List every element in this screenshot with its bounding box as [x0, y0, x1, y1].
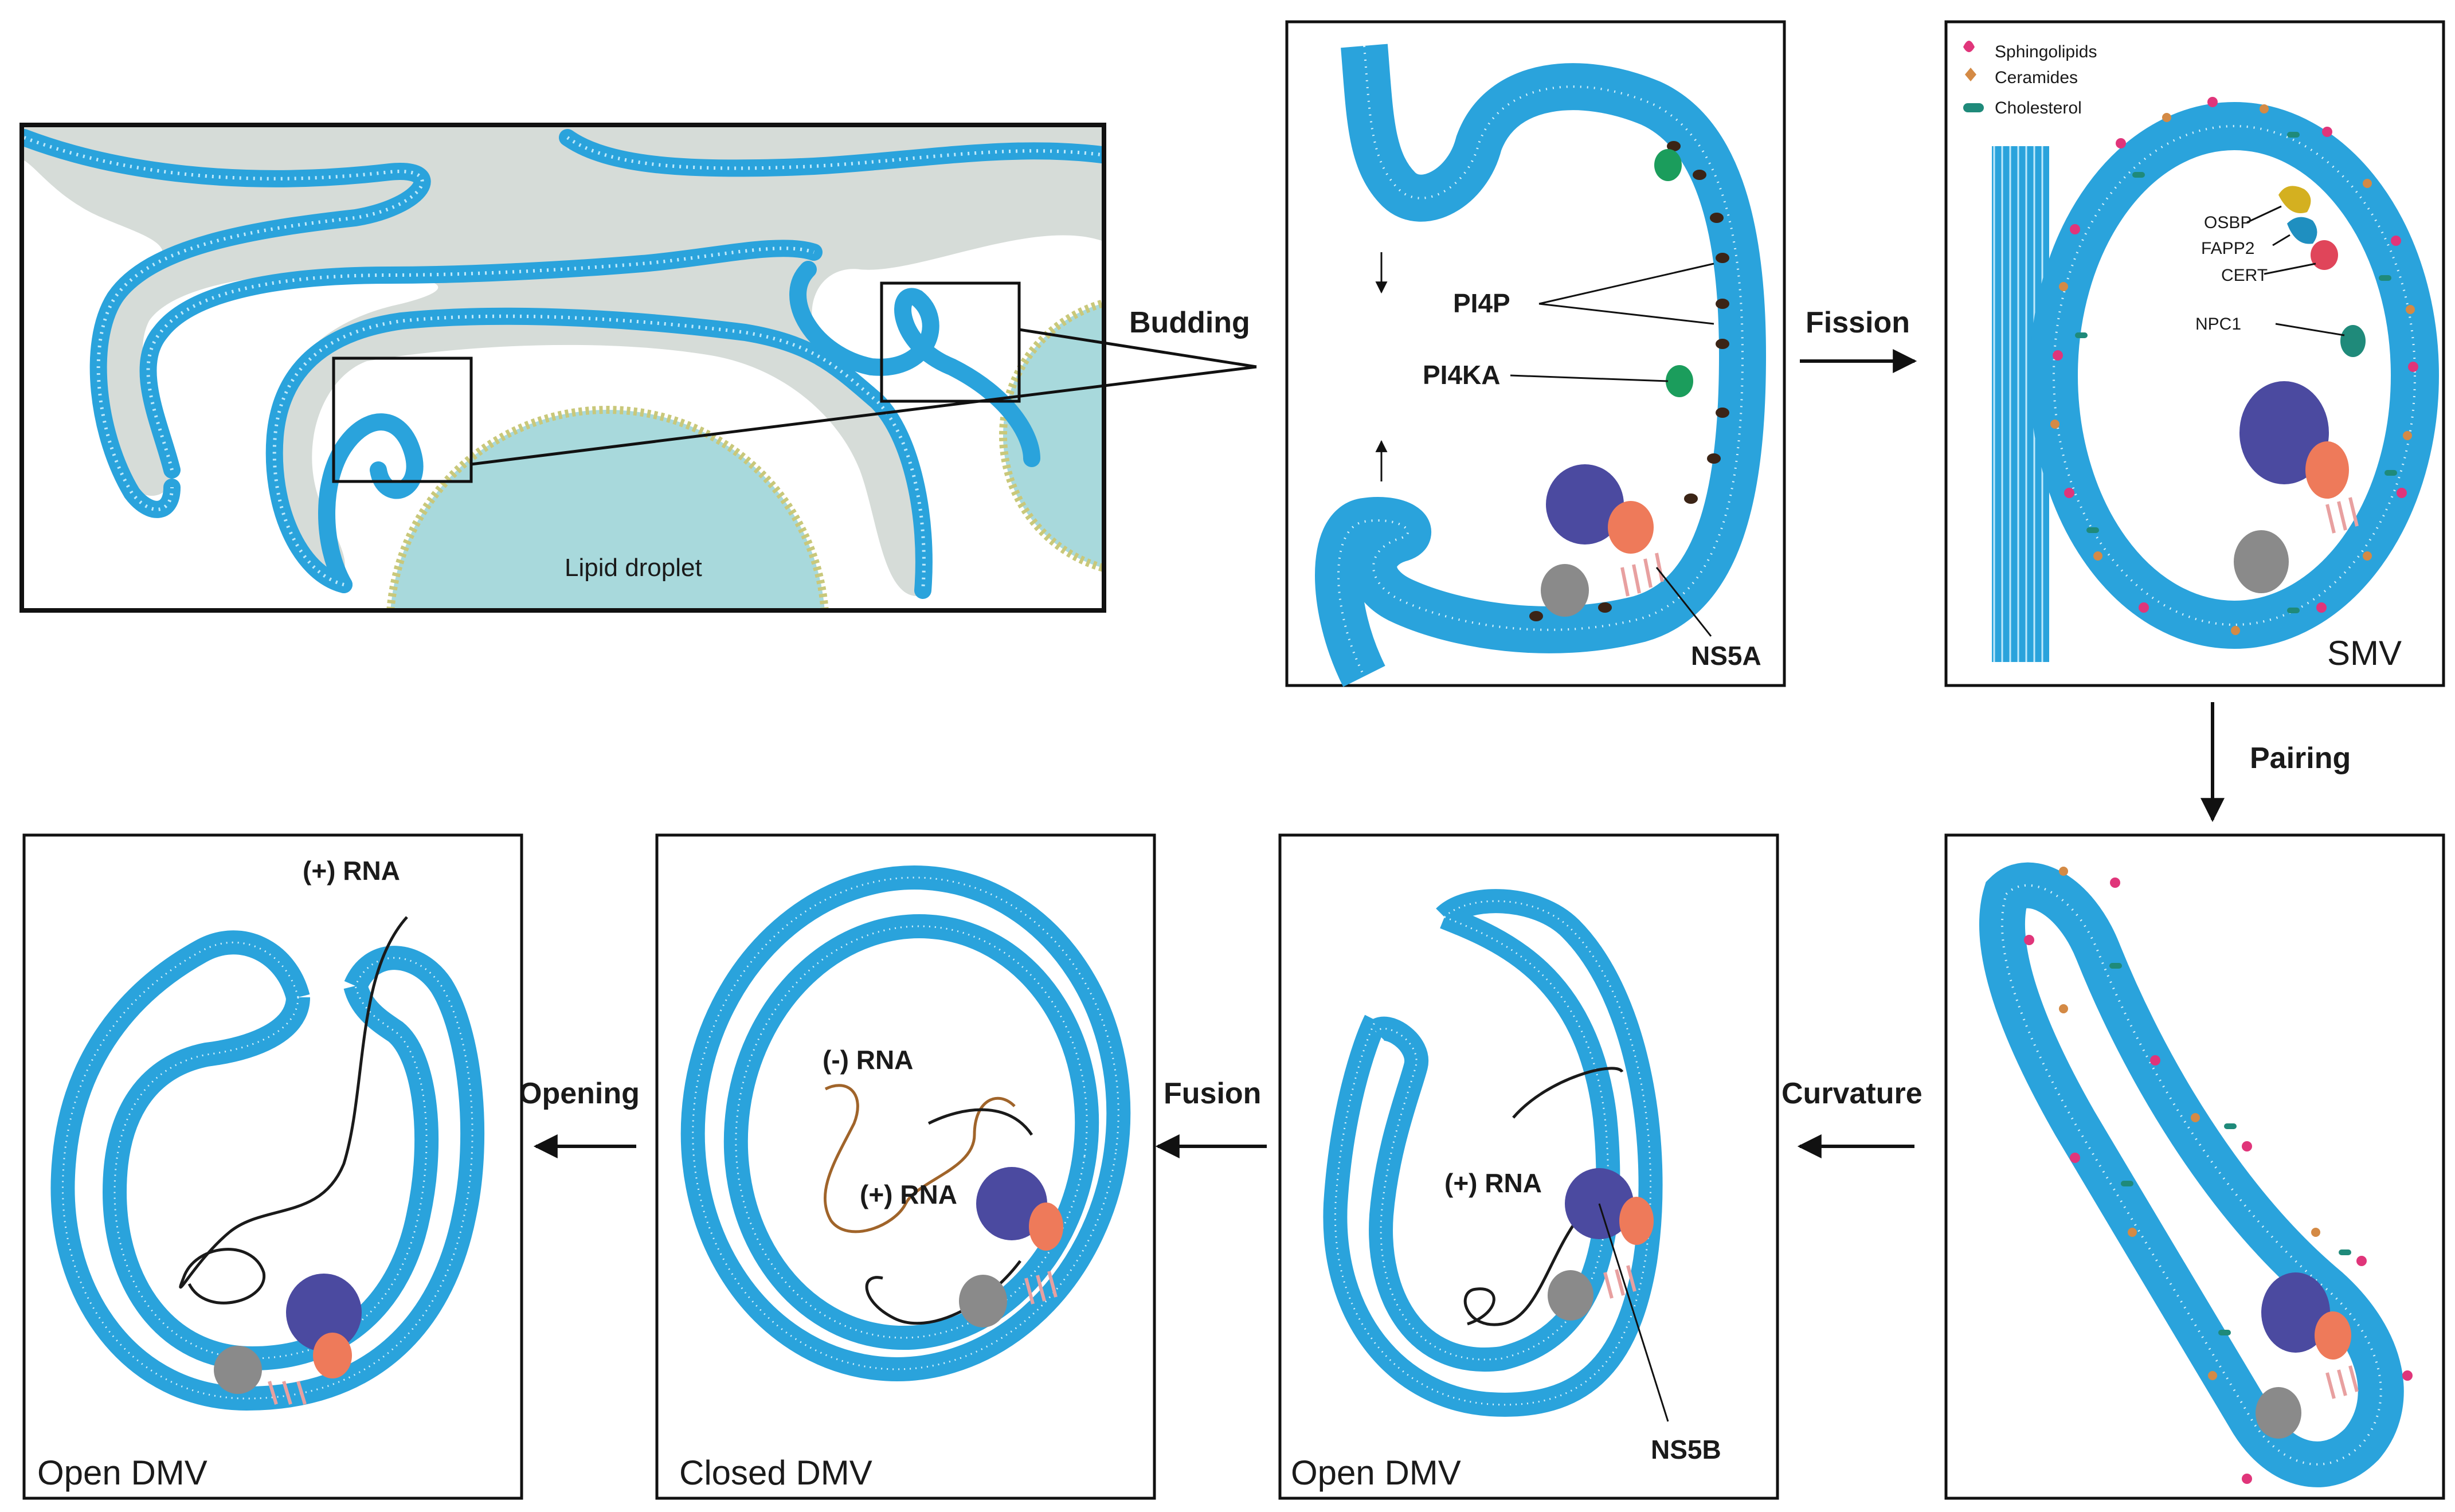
osbp-protein — [2278, 186, 2311, 213]
plus-rna-label-open: (+) RNA — [303, 856, 400, 886]
step-opening: Opening — [519, 1077, 640, 1110]
plus-rna-strand — [1463, 1067, 1624, 1326]
ns5a-label: NS5A — [1691, 641, 1761, 671]
ns5b-label: NS5B — [1651, 1435, 1721, 1464]
svg-text:Sphingolipids: Sphingolipids — [1995, 42, 2097, 61]
budding-membrane — [1315, 44, 1767, 687]
panel-paired — [1944, 833, 2445, 1500]
er-lumen — [24, 127, 1102, 596]
lipid-droplet-label: Lipid droplet — [565, 554, 702, 582]
lipid-droplet-large — [386, 406, 829, 608]
open-dmv-label-2: Open DMV — [1291, 1454, 1461, 1492]
legend-item-cholesterol: Cholesterol — [1963, 99, 2082, 117]
fapp2-protein — [2287, 217, 2317, 244]
replication-complex-open — [214, 1274, 362, 1405]
minus-rna-strand — [823, 1084, 1016, 1233]
dmv-outer-membrane — [1323, 889, 1663, 1417]
fapp2-label: FAPP2 — [2201, 239, 2254, 258]
smv-lipid-markers — [2050, 97, 2418, 635]
replication-complex-budding — [1541, 464, 1664, 617]
legend-item-sphingolipids: Sphingolipids — [1963, 41, 2097, 61]
zoom-box-left — [332, 357, 473, 483]
plus-rna-label-closed: (+) RNA — [860, 1180, 957, 1209]
ceramide-icon — [1965, 68, 1976, 81]
replication-complex-closed — [959, 1167, 1063, 1327]
osbp-label: OSBP — [2204, 213, 2252, 232]
panel-open-dmv-final: (+) RNA Open DMV — [22, 833, 523, 1500]
plus-rna-label-curvature: (+) RNA — [1444, 1168, 1542, 1198]
er-bud-left — [318, 413, 424, 593]
panel-smv: Sphingolipids Ceramides Cholesterol — [1944, 20, 2445, 687]
svg-text:Ceramides: Ceramides — [1995, 68, 2078, 87]
lipid-droplet-right — [999, 299, 1102, 572]
step-fission: Fission — [1806, 306, 1910, 339]
legend-item-ceramides: Ceramides — [1965, 68, 2078, 87]
pi4ka-protein-top — [1654, 149, 1682, 181]
minus-rna-label: (-) RNA — [823, 1045, 913, 1075]
step-pairing: Pairing — [2250, 742, 2351, 775]
cert-label: CERT — [2221, 266, 2268, 285]
smv-label: SMV — [2327, 634, 2402, 672]
replication-complex-smv — [2234, 381, 2359, 593]
svg-text:Cholesterol: Cholesterol — [1995, 99, 2082, 117]
open-dmv-label-1: Open DMV — [37, 1454, 207, 1492]
plus-rna-strand-open — [179, 916, 408, 1305]
closed-dmv-label: Closed DMV — [679, 1454, 872, 1492]
step-fusion: Fusion — [1164, 1077, 1261, 1110]
panel-open-dmv-curvature: (+) RNA NS5B Open DMV — [1278, 833, 1779, 1500]
er-bud-right — [789, 261, 1040, 467]
sphingolipid-icon — [1963, 41, 1975, 52]
panel-closed-dmv: (-) RNA (+) RNA Closed DMV — [655, 833, 1156, 1500]
cholesterol-icon — [1963, 103, 1984, 112]
zoom-connectors — [471, 328, 1257, 466]
pi4p-label: PI4P — [1453, 288, 1510, 318]
er-membrane-upper-right — [559, 129, 1102, 177]
legend: Sphingolipids Ceramides Cholesterol — [1963, 41, 2097, 117]
pi4ka-label: PI4KA — [1423, 360, 1500, 390]
zoom-box-right — [880, 281, 1021, 403]
panel-er-budding: Lipid droplet — [19, 123, 1106, 613]
panel-budding-zoom: PI4P PI4KA NS5A — [1285, 20, 1786, 687]
cert-protein — [2311, 240, 2338, 270]
npc1-label: NPC1 — [2195, 315, 2241, 334]
replication-complex-paired — [2256, 1272, 2359, 1439]
npc1-protein — [2340, 325, 2366, 357]
step-budding: Budding — [1129, 306, 1250, 339]
pi4ka-protein — [1666, 365, 1693, 397]
step-curvature: Curvature — [1781, 1077, 1923, 1110]
pi4p-dots — [1529, 141, 1729, 621]
